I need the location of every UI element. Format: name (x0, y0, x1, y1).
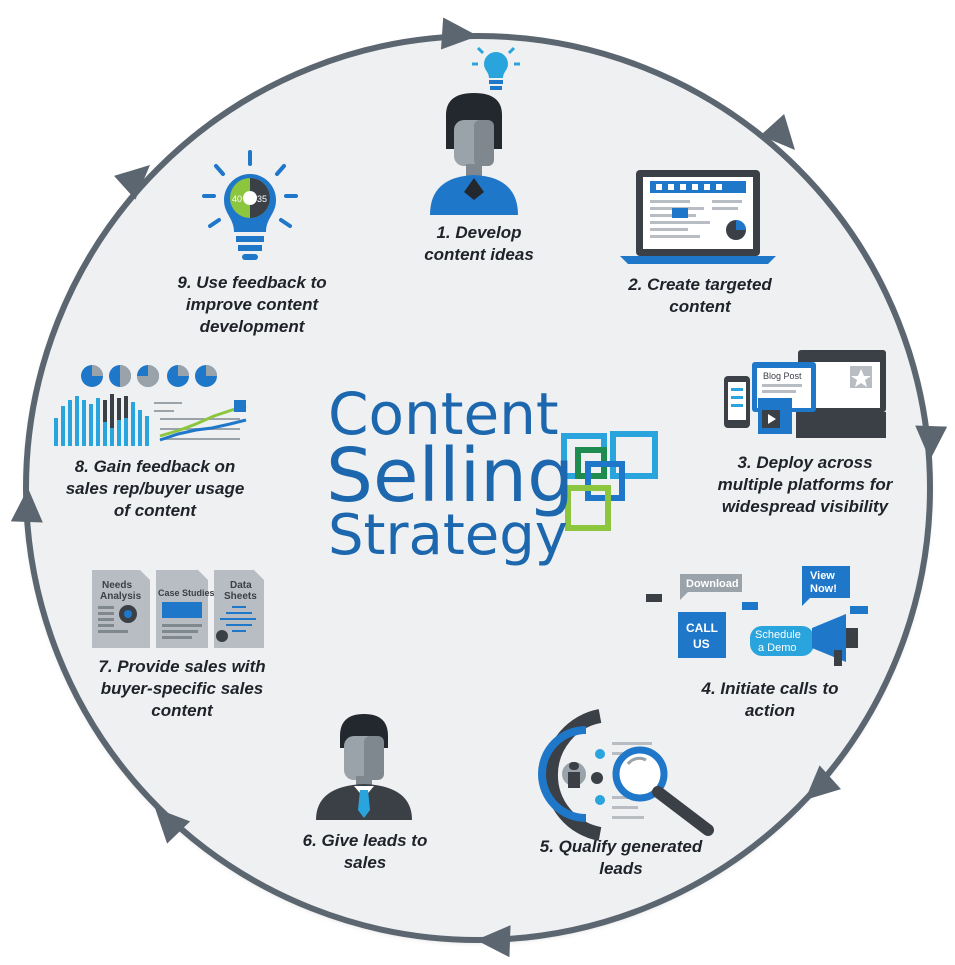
step-7-label: 7. Provide sales with buyer-specific sal… (98, 657, 266, 720)
call-to-action-icon: Download View Now! CALL US Schedule a De… (646, 566, 868, 666)
needs-text-1: Needs (102, 580, 132, 591)
needs-text-2: Analysis (100, 591, 142, 602)
step-3-label: 3. Deploy across multiple platforms for … (717, 453, 893, 516)
data-sheets-text-2: Sheets (224, 591, 257, 602)
case-studies-text: Case Studies (158, 588, 215, 598)
gauge-right-text: 35 (257, 194, 267, 204)
arrow-head-icon (915, 425, 948, 460)
analytics-icon (54, 365, 247, 446)
lightbulb-feedback-icon: 40 35 (202, 150, 298, 260)
magnifier-leads-icon (538, 709, 714, 841)
view-now-text-2: Now! (810, 583, 837, 595)
step-1-label: 1. Develop content ideas (424, 223, 534, 264)
arrow-head-icon (155, 808, 191, 844)
idea-person-icon (430, 46, 520, 215)
schedule-text-2: a Demo (758, 642, 797, 654)
arrow-head-icon (440, 17, 478, 50)
step-9-label: 9. Use feedback to improve content devel… (177, 273, 327, 336)
title-line-2: Selling (326, 433, 575, 519)
arrow-head-icon (805, 765, 841, 800)
call-us-text-2: US (693, 637, 710, 651)
step-2-label: 2. Create targeted content (628, 275, 772, 316)
step-5-label: 5. Qualify generated leads (539, 837, 703, 878)
salesperson-icon (316, 714, 412, 820)
documents-icon: Needs Analysis Case Studies Data Sheets (92, 570, 264, 648)
blog-post-text: Blog Post (763, 371, 802, 381)
laptop-content-icon (620, 170, 776, 264)
arrow-head-icon (760, 114, 795, 150)
download-text: Download (686, 578, 739, 590)
arrow-head-icon (476, 925, 511, 958)
title-line-3: Strategy (328, 503, 568, 568)
title-squares-icon (561, 431, 658, 531)
step-6-label: 6. Give leads to sales (302, 831, 428, 872)
multi-device-icon: Blog Post (724, 350, 886, 438)
gauge-left-text: 40 (232, 194, 242, 204)
bar-wave (54, 396, 149, 446)
arrow-head-icon (10, 488, 43, 523)
step-8-label: 8. Gain feedback on sales rep/buyer usag… (65, 457, 245, 520)
title-line-1: Content (328, 380, 559, 448)
data-sheets-text-1: Data (230, 580, 252, 591)
call-us-text-1: CALL (686, 621, 718, 635)
view-now-text-1: View (810, 570, 835, 582)
step-4-label: 4. Initiate calls to action (701, 679, 839, 720)
cycle-arrows (10, 17, 948, 958)
schedule-text-1: Schedule (755, 629, 801, 641)
arrow-head-icon (114, 165, 150, 200)
